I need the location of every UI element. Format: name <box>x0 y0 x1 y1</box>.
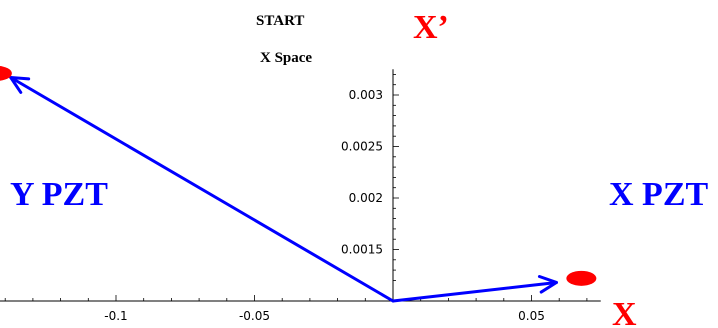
x-tick-label: -0.05 <box>239 309 270 323</box>
vector-arrowhead-2 <box>537 275 558 294</box>
vector-line-2 <box>391 280 558 303</box>
y-axis-name: X’ <box>413 9 449 46</box>
y-tick-label: 0.002 <box>349 191 383 205</box>
points <box>0 66 597 286</box>
title-line-2: X Space <box>260 50 312 66</box>
x-tick-label: -0.1 <box>104 309 127 323</box>
vectors <box>9 75 558 303</box>
x-pzt-label: X PZT <box>609 176 709 213</box>
point-1 <box>0 66 12 81</box>
y-tick-label: 0.0025 <box>341 140 383 154</box>
point-2 <box>566 270 597 286</box>
labels: START X Space X’ X Y PZT X PZT <box>10 9 709 328</box>
y-pzt-label: Y PZT <box>10 176 108 213</box>
title-line-1: START <box>256 13 304 29</box>
x-tick-label: 0.05 <box>518 309 545 323</box>
ticks <box>4 74 588 301</box>
vector-line-1 <box>9 75 395 303</box>
y-tick-label: 0.0015 <box>341 243 383 257</box>
vector-arrowhead-1 <box>9 75 31 94</box>
y-tick-label: 0.003 <box>349 88 383 102</box>
x-axis-name: X <box>612 296 637 328</box>
